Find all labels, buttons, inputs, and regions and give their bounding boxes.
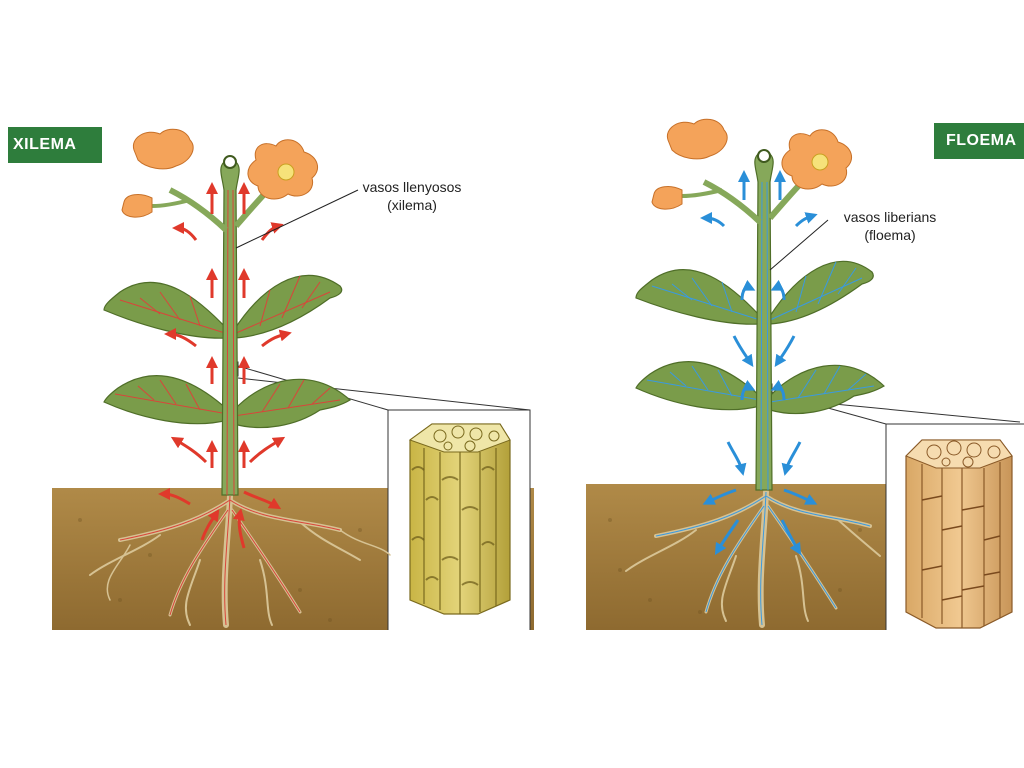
xilema-callout-line1: vasos llenyosos (362, 179, 462, 195)
xilema-callout: vasos llenyosos (xilema) (352, 178, 472, 214)
floema-panel (586, 118, 1024, 630)
root-veins (655, 491, 871, 626)
leaves (103, 274, 352, 429)
xylem-flow-arrows (158, 182, 292, 549)
stem (681, 149, 809, 491)
xylem-tissue-illustration (408, 423, 511, 615)
floema-callout-line1: vasos liberians (843, 209, 937, 225)
floema-callout-line2: (floema) (864, 227, 916, 243)
xilema-panel (52, 128, 534, 630)
xilema-label: XILEMA (8, 127, 102, 163)
callout-leader (769, 219, 829, 271)
leaf-veins (114, 275, 341, 417)
xilema-callout-line2: (xilema) (387, 197, 437, 213)
flowers (121, 128, 319, 218)
phloem-flow-arrows (700, 170, 818, 556)
callout-leader (235, 189, 359, 249)
leaves (635, 260, 885, 415)
floema-label: FLOEMA (934, 123, 1024, 159)
stem (151, 155, 275, 496)
floema-callout: vasos liberians (floema) (830, 208, 950, 244)
soil-speckles (608, 518, 862, 614)
root-veins (119, 495, 341, 626)
phloem-tissue-illustration (905, 439, 1013, 629)
flowers (651, 118, 853, 210)
